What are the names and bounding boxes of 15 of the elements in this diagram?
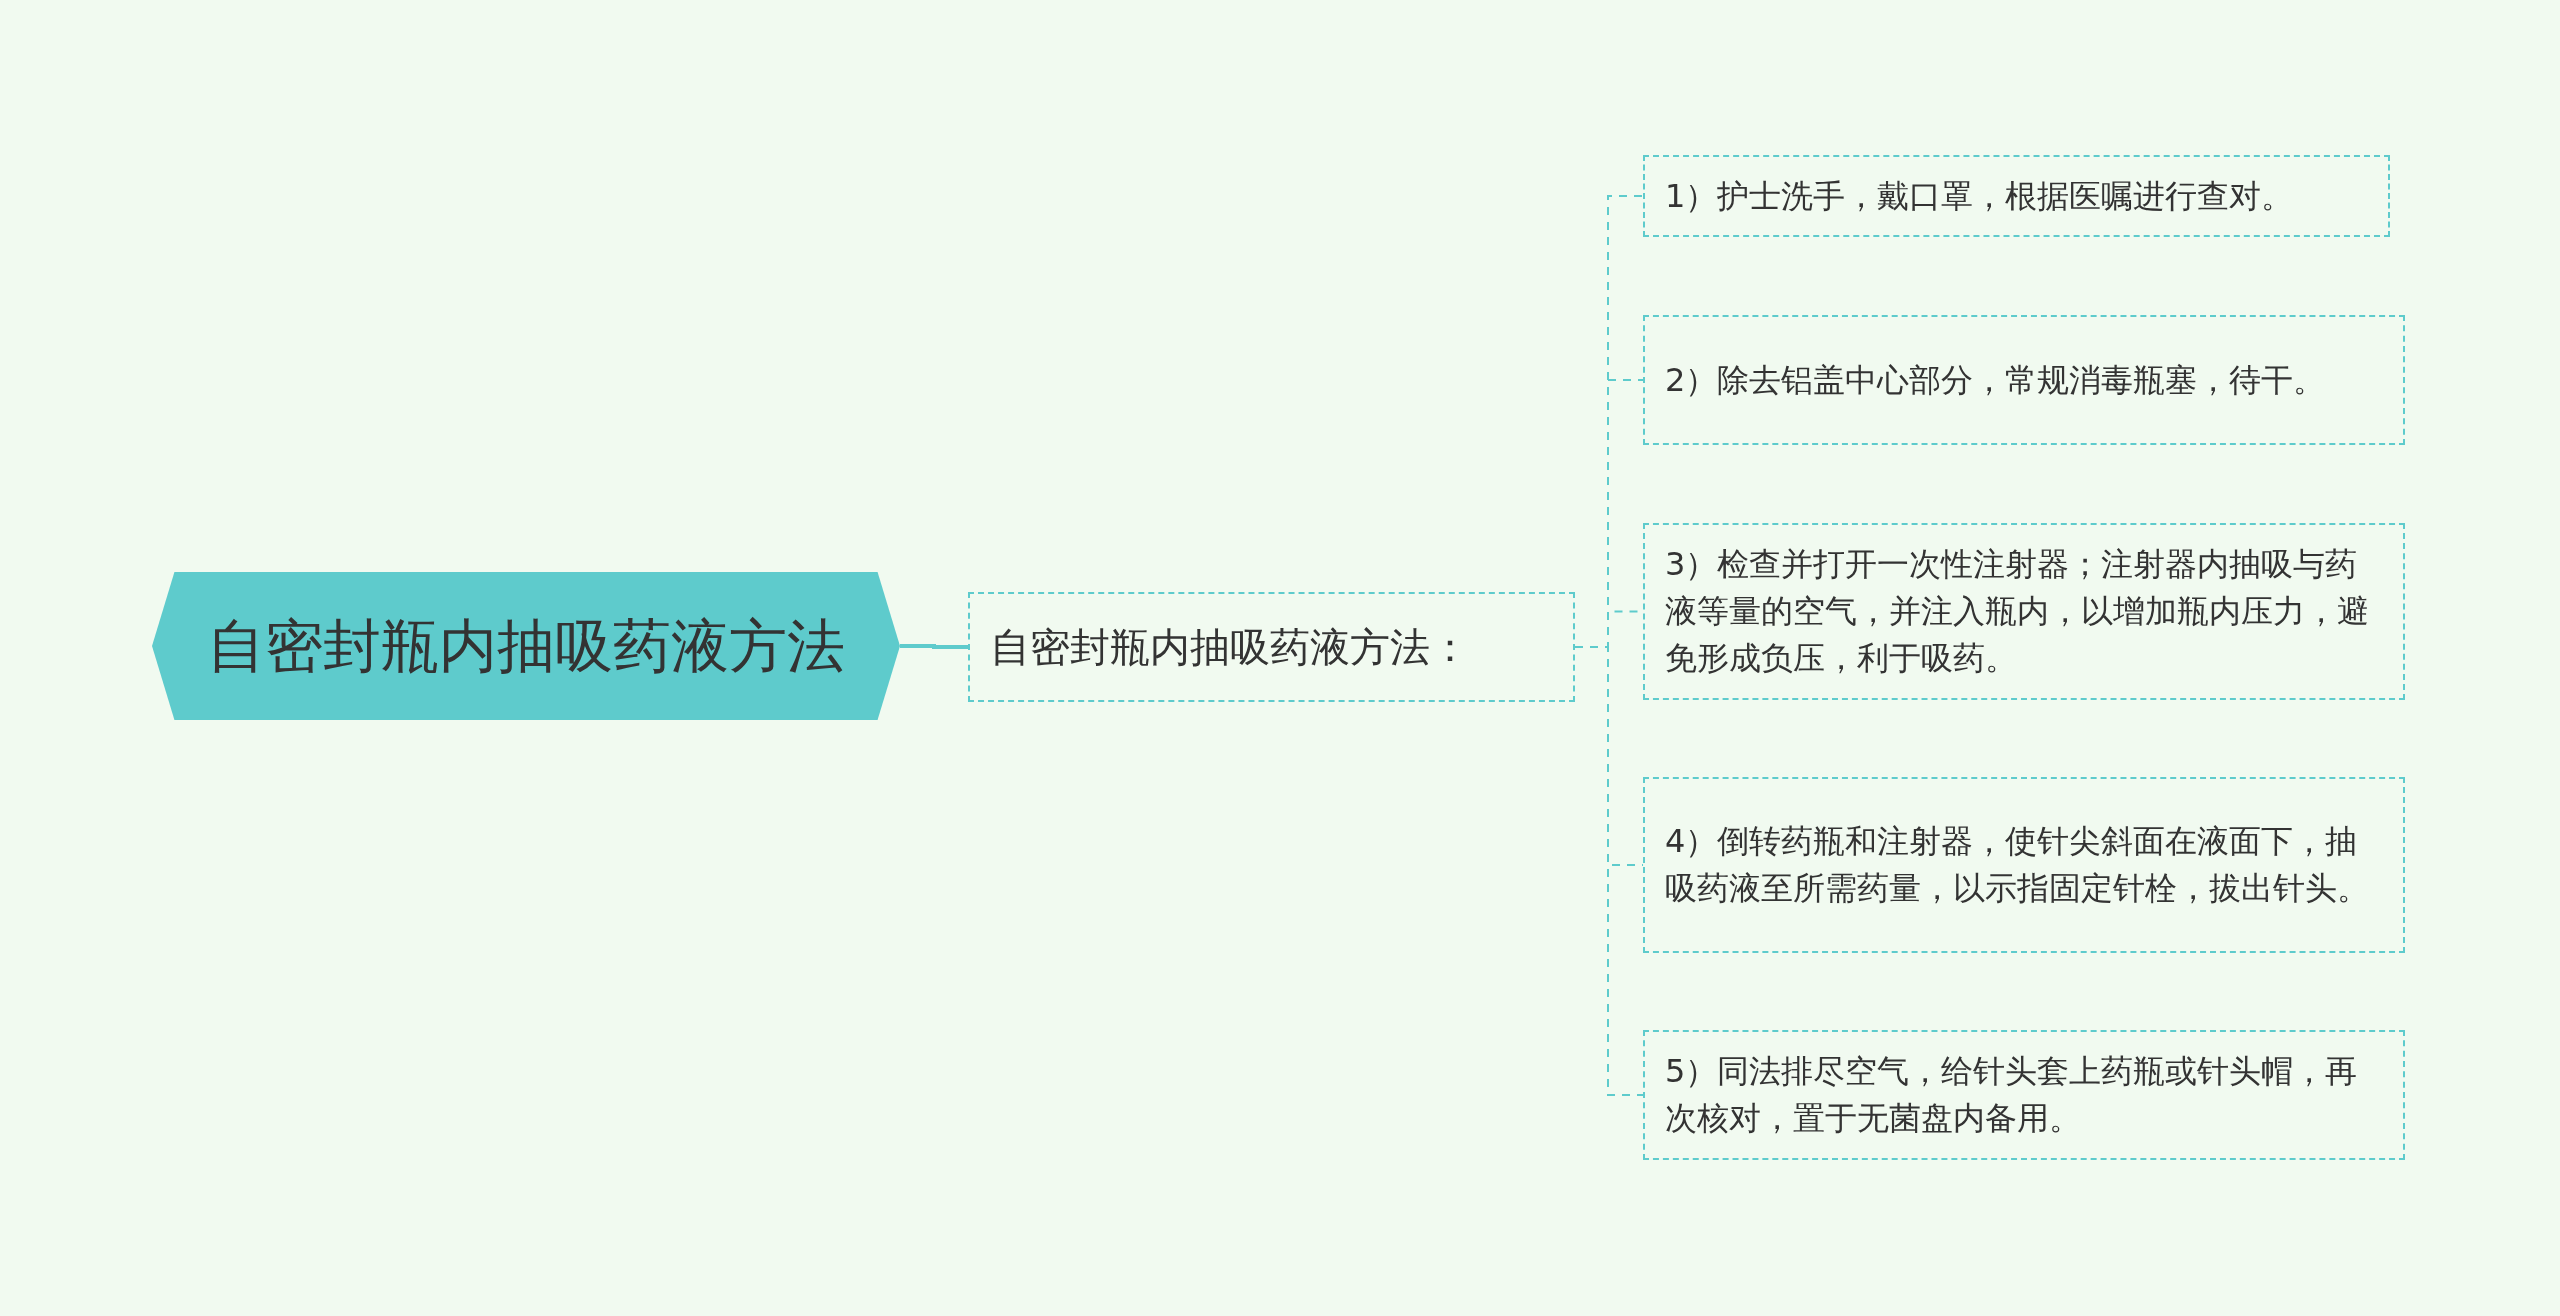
dashed-box (1643, 155, 2390, 237)
node-text: 5）同法排尽空气，给针头套上药瓶或针头帽，再次核对，置于无菌盘内备用。 (1665, 1051, 2359, 1139)
dashed-box (1643, 777, 2405, 953)
connector-line (900, 644, 968, 649)
dashed-box (1643, 523, 2405, 700)
node-text: 2）除去铝盖中心部分，常规消毒瓶塞，待干。 (1665, 359, 2326, 401)
node-text: 4）倒转药瓶和注射器，使针尖斜面在液面下，抽吸药液至所需药量，以示指固定针栓，拔出针头。 (1665, 821, 2370, 909)
dashed-box (968, 592, 1575, 702)
dashed-box (1643, 315, 2405, 445)
dashed-box (1643, 1030, 2405, 1160)
node-text: 自密封瓶内抽吸药液方法： (990, 623, 1470, 672)
connector-line (1574, 646, 1644, 1096)
node-text: 自密封瓶内抽吸药液方法 (207, 611, 845, 681)
node-text: 3）检查并打开一次性注射器；注射器内抽吸与药液等量的空气，并注入瓶内，以增加瓶内压力，避免形成负压，利于吸药。 (1665, 544, 2370, 679)
node-text: 1）护士洗手，戴口罩，根据医嘱进行查对。 (1665, 175, 2294, 217)
